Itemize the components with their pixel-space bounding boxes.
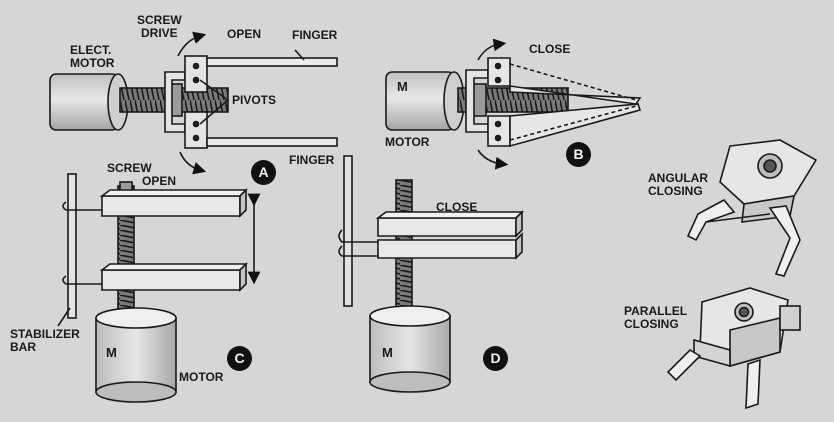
figure-c (57, 173, 261, 403)
label-motor-c: MOTOR (179, 370, 224, 384)
label-close-d: CLOSE (436, 200, 478, 214)
badge-c: C (227, 346, 252, 371)
label-open-a: OPEN (227, 27, 262, 41)
label-open-c: OPEN (142, 174, 177, 188)
label-parallel-2: CLOSING (624, 317, 679, 331)
label-finger-top: FINGER (292, 28, 338, 42)
parallel-gripper (666, 287, 801, 410)
label-screw-drive-1: SCREW (137, 13, 182, 27)
motor-letter-b: M (397, 79, 408, 94)
figure-b (385, 38, 642, 170)
label-stabilizer-2: BAR (10, 340, 36, 354)
label-screw-drive-2: DRIVE (141, 26, 178, 40)
motor-letter-d: M (382, 345, 393, 360)
badge-d: D (483, 346, 508, 371)
label-elect-motor-1: ELECT. (70, 43, 112, 57)
label-close-b: CLOSE (529, 42, 571, 56)
label-pivots: PIVOTS (232, 93, 277, 107)
label-parallel-1: PARALLEL (624, 304, 688, 318)
figure-a (49, 31, 338, 175)
badge-a: A (251, 160, 276, 185)
badge-b: B (566, 142, 591, 167)
label-motor-b: MOTOR (385, 135, 430, 149)
label-screw-c: SCREW (107, 161, 152, 175)
label-finger-bottom: FINGER (289, 153, 335, 167)
angular-gripper (686, 139, 818, 277)
label-angular-2: CLOSING (648, 184, 703, 198)
label-stabilizer-1: STABILIZER (10, 327, 80, 341)
motor-letter-c: M (106, 345, 117, 360)
label-angular-1: ANGULAR (648, 171, 708, 185)
figure-d (338, 155, 524, 393)
label-elect-motor-2: MOTOR (70, 56, 115, 70)
